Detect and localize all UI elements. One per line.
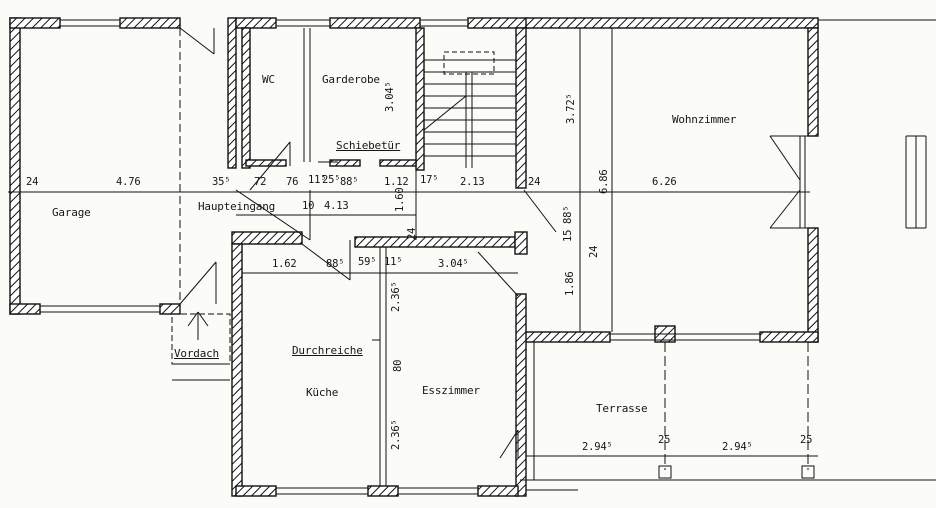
dim-label: 4.76 xyxy=(116,176,141,188)
dim-label: 76 xyxy=(286,176,299,188)
room-label-esszimmer: Esszimmer xyxy=(422,384,480,397)
dim-label: 2.94⁵ xyxy=(582,441,613,453)
dim-label: 3.04⁵ xyxy=(438,258,469,270)
room-label-kueche: Küche xyxy=(306,386,339,399)
dim-label-vertical: 2.36⁵ xyxy=(390,281,402,312)
dim-label-vertical: 1.86 xyxy=(564,271,576,297)
dim-label: 88⁵ xyxy=(326,258,345,270)
dim-label: 2.13 xyxy=(460,176,485,188)
dim-label-vertical: 3.72⁵ xyxy=(565,93,577,124)
walls xyxy=(9,17,819,497)
dim-label-vertical: 24 xyxy=(588,245,600,258)
dim-label: 25 xyxy=(658,434,671,446)
room-label-garderobe: Garderobe xyxy=(322,73,380,86)
dim-label: 4.13 xyxy=(324,200,349,212)
dim-label: 10 xyxy=(302,200,315,212)
dim-label-vertical: 2.36⁵ xyxy=(390,419,402,450)
annotation-schiebetuer: Schiebetür xyxy=(336,139,401,152)
dim-label: 35⁵ xyxy=(212,176,231,188)
dim-label: 1.12 xyxy=(384,176,409,188)
dim-label-vertical: 6.86 xyxy=(598,169,610,195)
dim-label: 11⁵ xyxy=(384,256,403,268)
room-label-wohnzimmer: Wohnzimmer xyxy=(672,113,737,126)
dim-label: 1.62 xyxy=(272,258,297,270)
annotation-durchreiche: Durchreiche xyxy=(292,344,363,357)
dim-label-vertical: 3.04⁵ xyxy=(384,81,396,112)
dim-label-vertical: 1.60 xyxy=(394,187,406,213)
room-label-garage: Garage xyxy=(52,206,91,219)
dim-label-vertical: 24 xyxy=(406,227,418,240)
dim-label-vertical: 15 xyxy=(562,229,574,242)
room-label-wc: WC xyxy=(262,73,275,86)
dim-label: 25 xyxy=(800,434,813,446)
annotation-vordach: Vordach xyxy=(174,347,219,360)
staircase xyxy=(423,51,516,168)
room-label-terrasse: Terrasse xyxy=(596,402,648,415)
dim-label: 72 xyxy=(254,176,267,188)
dim-label: 11⁵ xyxy=(308,174,327,186)
lines xyxy=(8,19,936,495)
dim-label: 2.94⁵ xyxy=(722,441,753,453)
room-label-haupteingang: Haupteingang xyxy=(198,200,276,213)
dim-label: 59⁵ xyxy=(358,256,377,268)
dim-label: 24 xyxy=(26,176,39,188)
dim-label: 25⁵ xyxy=(322,174,341,186)
dim-label: 6.26 xyxy=(652,176,677,188)
dim-label: 17⁵ xyxy=(420,174,439,186)
dim-label: 88⁵ xyxy=(340,176,359,188)
dim-label: 24 xyxy=(528,176,541,188)
dim-label-vertical: 88⁵ xyxy=(562,205,574,224)
dim-label-vertical: 80 xyxy=(392,359,404,372)
